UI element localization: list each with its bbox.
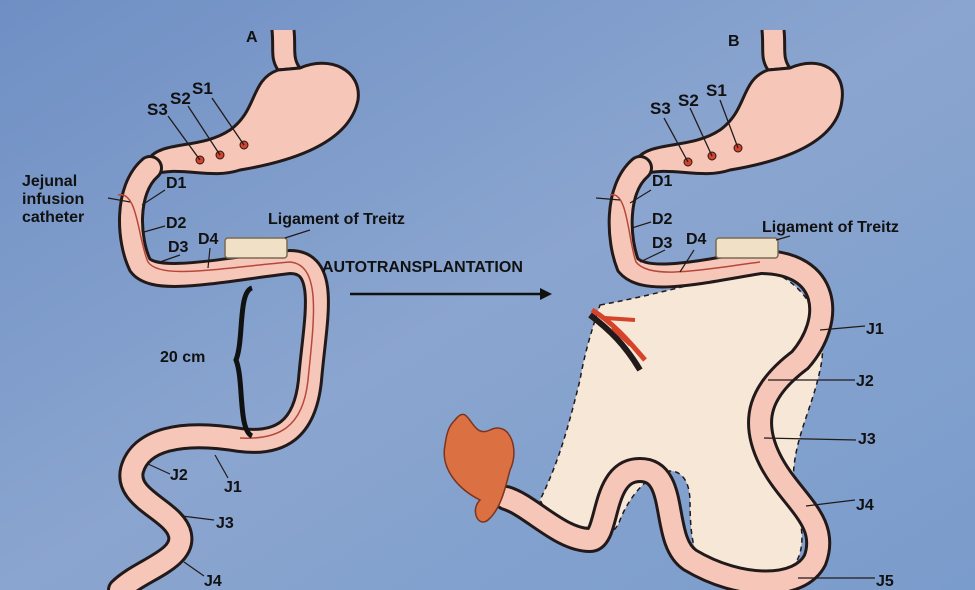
label-d4-a: D4	[198, 231, 219, 248]
label-j3-b: J3	[858, 431, 876, 448]
label-j2-b: J2	[856, 373, 874, 390]
ligament-a	[225, 238, 287, 258]
label-s1-b: S1	[706, 81, 727, 100]
label-d1-a: D1	[166, 175, 187, 192]
label-d4-b: D4	[686, 231, 707, 248]
catheter-label-line2: infusion	[22, 191, 84, 208]
label-j2-a: J2	[170, 467, 188, 484]
panel-letter-a: A	[246, 29, 258, 46]
esophagus-b	[762, 30, 790, 70]
label-s2-a: S2	[170, 89, 191, 108]
esophagus-a	[272, 30, 300, 70]
label-j3-a: J3	[216, 515, 234, 532]
ligament-label-b: Ligament of Treitz	[762, 219, 899, 236]
catheter-label-line1: Jejunal	[22, 173, 77, 190]
label-d3-b: D3	[652, 235, 673, 252]
catheter-label-line3: catheter	[22, 209, 84, 226]
label-j1-a: J1	[224, 479, 242, 496]
label-d2-a: D2	[166, 215, 187, 232]
label-j4-a: J4	[204, 573, 222, 590]
ligament-b	[716, 238, 778, 258]
label-j1-b: J1	[866, 321, 884, 338]
label-s1-a: S1	[192, 79, 213, 98]
label-d3-a: D3	[168, 239, 189, 256]
distance-label: 20 cm	[160, 349, 205, 366]
label-s3-a: S3	[147, 100, 168, 119]
label-j5-b: J5	[876, 573, 894, 590]
panel-letter-b: B	[728, 33, 740, 50]
label-j4-b: J4	[856, 497, 874, 514]
label-d1-b: D1	[652, 173, 673, 190]
label-s2-b: S2	[678, 91, 699, 110]
ligament-label-a: Ligament of Treitz	[268, 211, 405, 228]
label-d2-b: D2	[652, 211, 673, 228]
label-s3-b: S3	[650, 99, 671, 118]
arrow-label: AUTOTRANSPLANTATION	[322, 259, 523, 276]
